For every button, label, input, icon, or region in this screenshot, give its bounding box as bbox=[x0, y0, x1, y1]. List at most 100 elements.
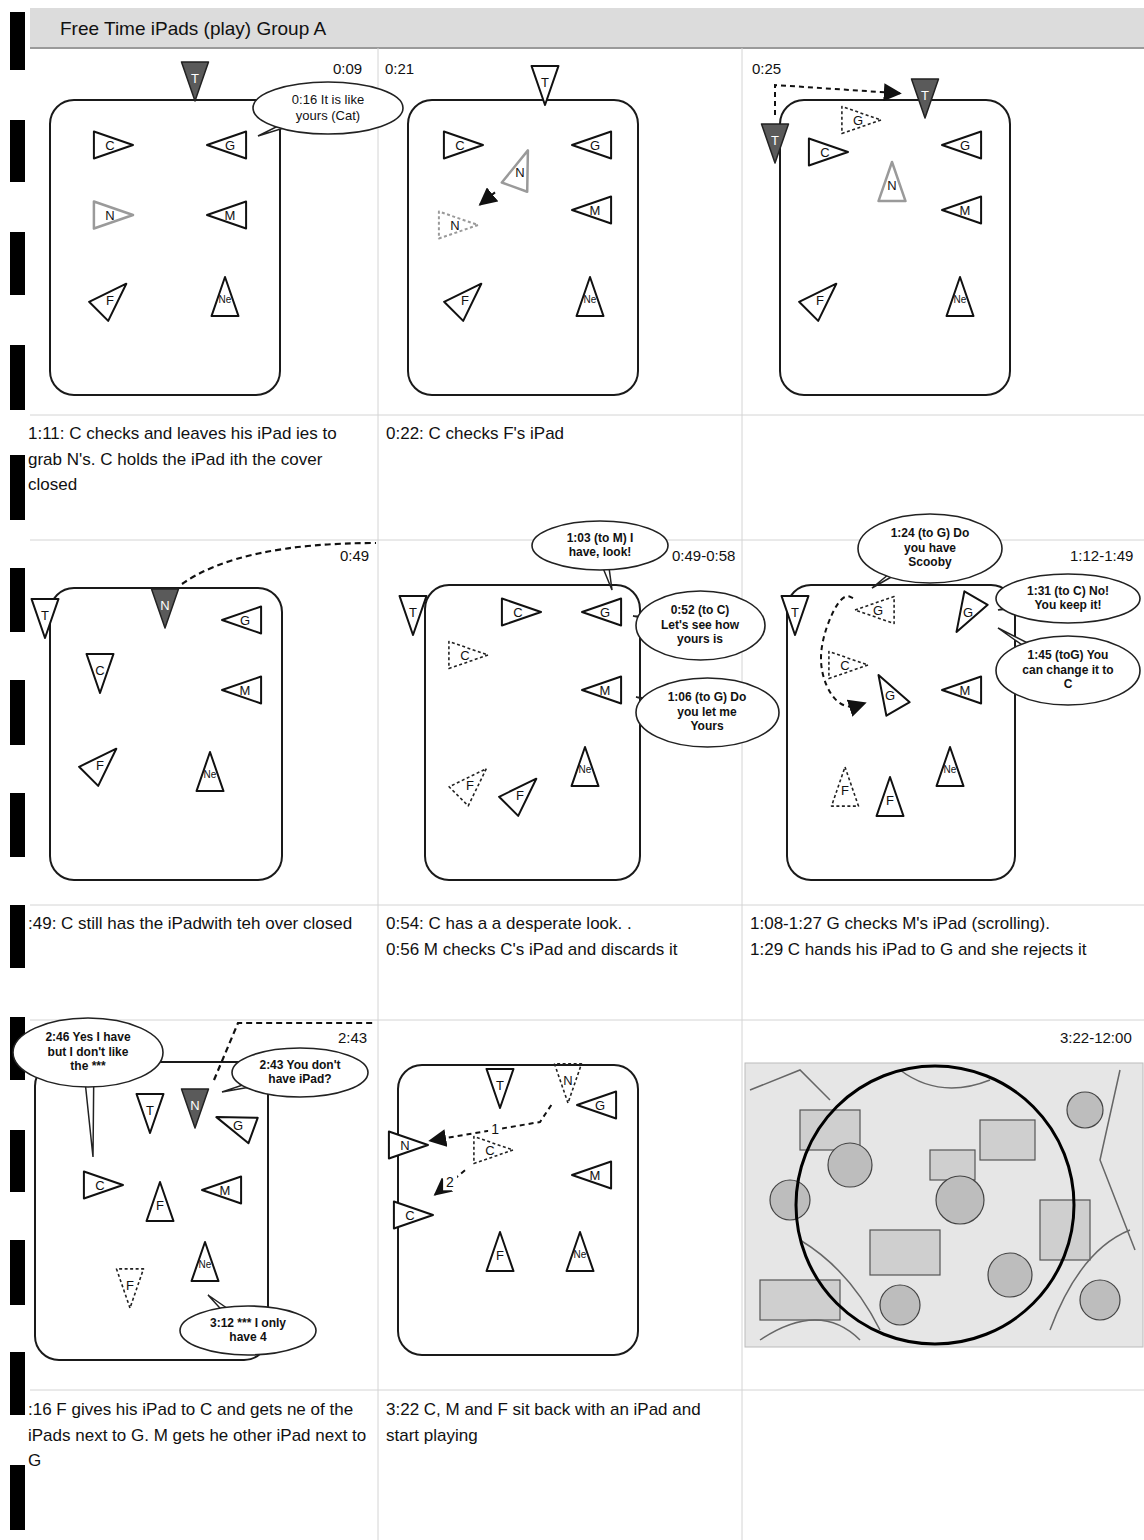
speech-bubble: 0:52 (to C) Let's see how yours is bbox=[635, 590, 766, 661]
person-letter: M bbox=[590, 1169, 601, 1182]
person-letter: G bbox=[963, 606, 973, 619]
margin-bar bbox=[10, 120, 25, 182]
person-triangle: M bbox=[200, 1165, 250, 1215]
photo-sketch-line bbox=[750, 1070, 830, 1100]
person-triangle: F bbox=[135, 1180, 185, 1230]
timestamp: 0:25 bbox=[752, 58, 781, 81]
movement-arrow bbox=[435, 1170, 465, 1194]
grid-line bbox=[30, 1020, 1144, 1021]
table-outline bbox=[787, 585, 1015, 880]
person-triangle: Ne bbox=[200, 275, 250, 325]
person-triangle: G bbox=[580, 587, 630, 637]
person-triangle: F bbox=[440, 275, 490, 325]
person-triangle: Ne bbox=[555, 1230, 605, 1280]
person-letter: C bbox=[513, 606, 522, 619]
person-triangle: Ne bbox=[180, 1240, 230, 1290]
person-letter: T bbox=[541, 76, 549, 89]
bubble-outline bbox=[180, 1306, 316, 1355]
margin-bar bbox=[10, 345, 25, 410]
person-letter: Ne bbox=[219, 295, 232, 305]
person-letter: C bbox=[485, 1144, 494, 1157]
triangle-outline bbox=[879, 162, 906, 201]
person-triangle: Ne bbox=[935, 275, 985, 325]
person-letter: M bbox=[220, 1184, 231, 1197]
person-triangle: T bbox=[750, 115, 800, 165]
bubble-outline bbox=[996, 636, 1140, 705]
triangle-outline bbox=[79, 749, 116, 786]
person-triangle: F bbox=[445, 760, 495, 810]
person-triangle: C bbox=[493, 587, 543, 637]
person-triangle: C bbox=[800, 127, 850, 177]
speech-text: 2:43 You don't have iPad? bbox=[255, 1058, 345, 1087]
person-triangle: G bbox=[853, 585, 903, 635]
person-triangle: G bbox=[833, 95, 883, 145]
movement-arrow bbox=[821, 596, 865, 706]
triangle-outline bbox=[474, 1137, 513, 1164]
person-triangle: F bbox=[795, 275, 845, 325]
grid-line bbox=[30, 415, 1144, 416]
movement-arrow bbox=[480, 192, 495, 204]
person-triangle: T bbox=[900, 70, 950, 120]
margin-bar bbox=[10, 1352, 25, 1415]
triangle-outline bbox=[942, 197, 981, 224]
focus-circle bbox=[796, 1066, 1074, 1344]
person-letter: N bbox=[515, 166, 524, 179]
person-letter: T bbox=[496, 1079, 504, 1092]
photo-head bbox=[1067, 1092, 1103, 1128]
margin-bar bbox=[10, 1465, 25, 1530]
bubble-outline bbox=[253, 82, 403, 134]
person-triangle: G bbox=[213, 1100, 263, 1150]
title: Free Time iPads (play) Group A bbox=[60, 15, 326, 44]
person-letter: Ne bbox=[584, 295, 597, 305]
person-triangle: T bbox=[475, 1060, 525, 1110]
movement-arrow bbox=[775, 85, 900, 115]
person-triangle: Ne bbox=[560, 745, 610, 795]
triangle-outline bbox=[222, 607, 261, 634]
person-letter: G bbox=[873, 604, 883, 617]
person-triangle: M bbox=[940, 665, 990, 715]
person-triangle: T bbox=[388, 587, 438, 637]
triangle-outline bbox=[555, 1064, 582, 1103]
person-letter: G bbox=[233, 1119, 243, 1132]
person-letter: Ne bbox=[579, 765, 592, 775]
triangle-outline bbox=[572, 132, 611, 159]
triangle-outline bbox=[842, 107, 881, 134]
person-letter: G bbox=[240, 614, 250, 627]
person-letter: Ne bbox=[944, 765, 957, 775]
person-triangle: T bbox=[770, 587, 820, 637]
person-letter: F bbox=[841, 784, 849, 797]
person-letter: N bbox=[450, 219, 459, 232]
person-letter: M bbox=[240, 684, 251, 697]
grid-line bbox=[30, 905, 1144, 906]
triangle-outline bbox=[87, 654, 114, 693]
person-letter: T bbox=[191, 72, 199, 85]
triangle-outline bbox=[577, 277, 604, 316]
person-letter: F bbox=[886, 794, 894, 807]
person-triangle: M bbox=[580, 665, 630, 715]
triangle-outline bbox=[832, 767, 859, 806]
triangle-outline bbox=[394, 1202, 433, 1229]
person-letter: Ne bbox=[954, 295, 967, 305]
person-triangle: T bbox=[125, 1085, 175, 1135]
triangle-outline bbox=[582, 677, 621, 704]
bubble-outline bbox=[636, 591, 765, 660]
person-letter: F bbox=[816, 294, 824, 307]
person-triangle: C bbox=[435, 120, 485, 170]
person-triangle: T bbox=[20, 590, 70, 640]
person-triangle: N bbox=[170, 1080, 220, 1130]
photo-head bbox=[988, 1253, 1032, 1297]
margin-bar bbox=[10, 568, 25, 632]
person-triangle: N bbox=[543, 1055, 593, 1105]
bubble-outline bbox=[636, 678, 779, 747]
caption: :49: C still has the iPadwith teh over c… bbox=[28, 911, 368, 937]
triangle-outline bbox=[942, 677, 981, 704]
speech-bubble: 2:43 You don't have iPad? bbox=[231, 1047, 369, 1098]
person-triangle: F bbox=[475, 1230, 525, 1280]
person-triangle: C bbox=[75, 645, 125, 695]
triangle-outline bbox=[487, 1069, 514, 1108]
bubble-outline bbox=[858, 514, 1002, 583]
speech-text: 3:12 *** I only have 4 bbox=[203, 1316, 293, 1345]
